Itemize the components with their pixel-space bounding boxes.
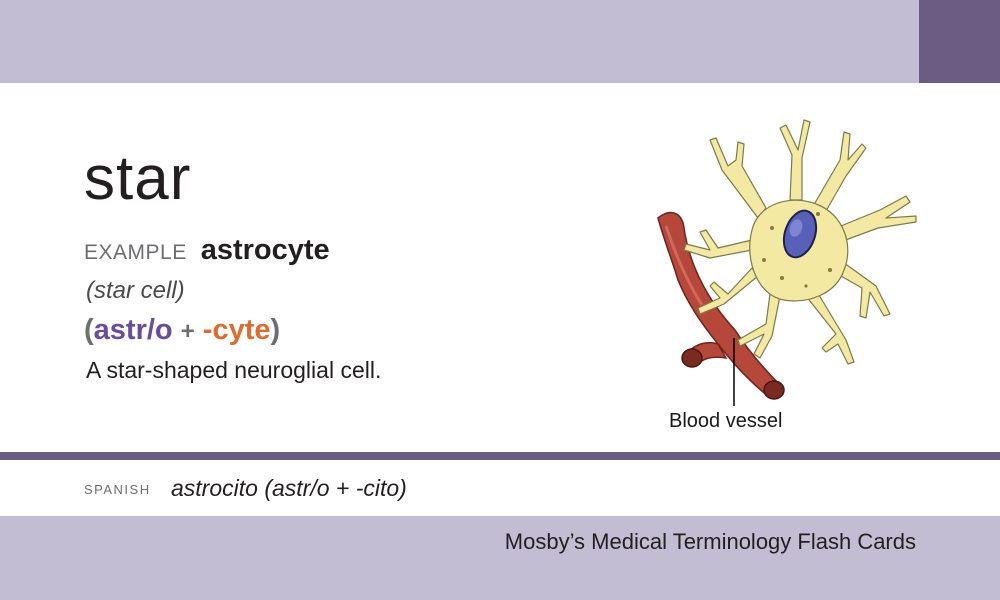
nucleus-icon: [782, 209, 818, 259]
example-word: astrocyte: [200, 234, 330, 266]
word-parts: (astr/o + -cyte): [84, 316, 280, 345]
word-suffix: -cyte: [202, 314, 271, 346]
spanish-band: [0, 460, 1000, 516]
astrocyte-illustration: [657, 119, 917, 406]
open-paren: (: [84, 314, 94, 346]
section-divider: [0, 452, 1000, 460]
example-line: EXAMPLE astrocyte: [84, 236, 330, 265]
close-paren: ): [270, 314, 281, 346]
example-label: EXAMPLE: [84, 241, 187, 264]
spanish-label: SPANISH: [84, 482, 151, 497]
blood-vessel-icon: [657, 211, 785, 400]
plus-sign: +: [180, 318, 195, 345]
footer-band: [0, 516, 1000, 600]
blood-vessel-callout-label: Blood vessel: [669, 410, 783, 432]
footer-brand: Mosby’s Medical Terminology Flash Cards: [504, 529, 916, 554]
definition-text: A star-shaped neuroglial cell.: [86, 357, 382, 383]
corner-accent-block: [919, 0, 1000, 83]
term-heading: star: [84, 144, 192, 213]
spanish-translation: astrocito (astr/o + -cito): [171, 475, 407, 501]
header-band: [0, 0, 1000, 83]
word-root: astr/o: [93, 314, 173, 346]
example-meaning: (star cell): [86, 277, 185, 304]
